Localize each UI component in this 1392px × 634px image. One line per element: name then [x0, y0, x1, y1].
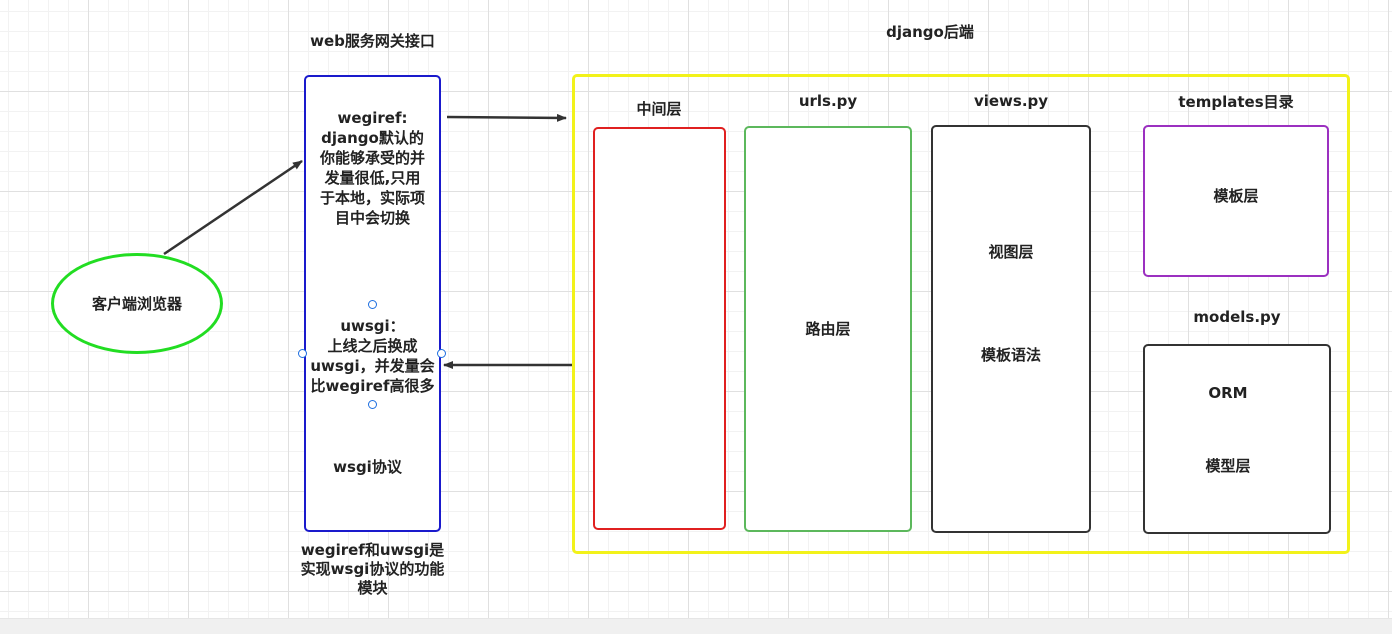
views-box[interactable]	[931, 125, 1091, 533]
gateway-title: web服务网关接口	[310, 32, 435, 50]
templates-box[interactable]	[1143, 125, 1329, 277]
models-body-model-layer: 模型层	[1205, 457, 1251, 475]
backend-container[interactable]	[572, 74, 1350, 554]
templates-title: templates目录	[1178, 93, 1294, 111]
client-browser-label: 客户端浏览器	[91, 295, 182, 313]
views-body-view-layer: 视图层	[988, 243, 1034, 261]
backend-title: django后端	[886, 23, 974, 41]
middleware-box[interactable]	[593, 127, 726, 530]
gateway-box[interactable]	[304, 75, 441, 532]
arrow-gateway-to-backend	[446, 113, 567, 122]
selection-handle-bottom[interactable]	[368, 400, 377, 409]
wsgi-protocol-text: wsgi协议	[333, 458, 402, 476]
models-box[interactable]	[1143, 344, 1331, 534]
selection-handle-left[interactable]	[298, 349, 307, 358]
urls-title: urls.py	[798, 92, 858, 110]
urls-box[interactable]	[744, 126, 912, 532]
templates-body: 模板层	[1213, 187, 1259, 205]
middleware-title: 中间层	[636, 100, 682, 118]
client-browser-node[interactable]: 客户端浏览器	[51, 253, 223, 354]
views-title: views.py	[973, 92, 1049, 110]
models-title: models.py	[1193, 308, 1281, 326]
views-body-template-syntax: 模板语法	[980, 346, 1041, 364]
urls-body: 路由层	[805, 320, 851, 338]
selection-handle-right[interactable]	[437, 349, 446, 358]
wegiref-text: wegiref: django默认的 你能够承受的并 发量很低,只用 于本地，实…	[319, 109, 425, 227]
uwsgi-text: uwsgi： 上线之后换成 uwsgi，并发量会 比wegiref高很多	[310, 317, 435, 395]
bottom-scroll-bar[interactable]	[0, 618, 1392, 634]
arrow-client-to-gateway	[163, 159, 303, 256]
models-body-orm: ORM	[1208, 384, 1248, 402]
gateway-caption: wegiref和uwsgi是实现wsgi协议的功能模块	[300, 541, 445, 597]
selection-handle-top[interactable]	[368, 300, 377, 309]
